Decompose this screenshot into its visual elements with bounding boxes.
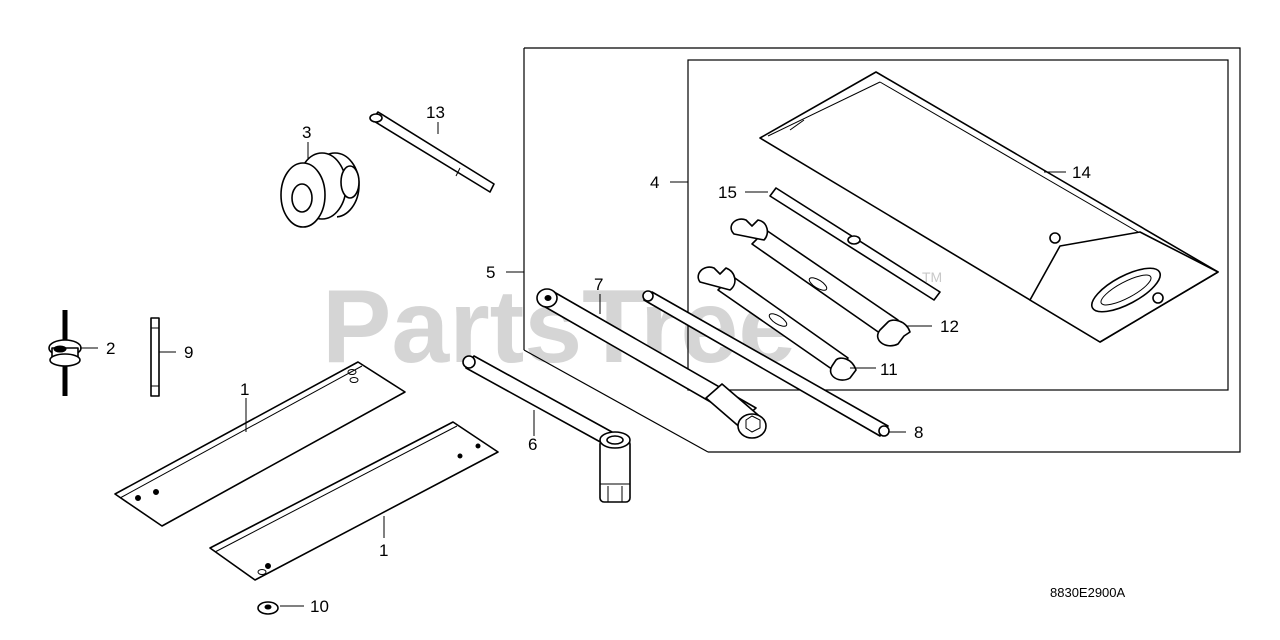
callout-12: 12 — [940, 317, 959, 336]
leader-lines — [80, 122, 1066, 607]
diagram-code: 8830E2900A — [1050, 585, 1126, 600]
mount-stud-part-2 — [48, 310, 82, 396]
callout-labels: 1 1 2 3 4 5 6 7 8 9 10 11 12 13 14 15 — [106, 103, 1091, 616]
callout-7: 7 — [594, 275, 603, 294]
grommet-part-3 — [280, 152, 360, 228]
screwdriver-part-15 — [769, 187, 941, 301]
callout-8: 8 — [914, 423, 923, 442]
callout-9: 9 — [184, 343, 193, 362]
group-box-inner — [687, 59, 1229, 391]
plate-part-1a — [114, 361, 406, 527]
callout-15: 15 — [718, 183, 737, 202]
plate-part-1b — [209, 421, 499, 581]
box-spanner-part-7 — [536, 288, 767, 439]
group-box-outer-diagonal — [523, 349, 709, 453]
callout-13: 13 — [426, 103, 445, 122]
callout-11: 11 — [880, 360, 898, 379]
washer-part-10 — [257, 601, 279, 615]
watermark: PartsTree TM — [322, 269, 942, 385]
tool-bag-part-14 — [759, 71, 1219, 343]
callout-1a: 1 — [240, 380, 249, 399]
callout-1b: 1 — [379, 541, 388, 560]
stud-part-9 — [150, 317, 160, 397]
group-box-outer — [524, 47, 1241, 453]
tommy-bar-part-8 — [642, 290, 890, 437]
wrench-part-11 — [697, 266, 857, 381]
watermark-trademark: TM — [922, 269, 942, 285]
callout-3: 3 — [302, 123, 311, 142]
plug-wrench-part-6 — [462, 355, 631, 503]
watermark-text: PartsTree — [322, 269, 796, 385]
callout-4: 4 — [650, 173, 659, 192]
screwdriver-part-13 — [369, 111, 495, 193]
callout-10: 10 — [310, 597, 329, 616]
callout-2: 2 — [106, 339, 115, 358]
callout-6: 6 — [528, 435, 537, 454]
wrench-part-12 — [730, 218, 911, 347]
callout-14: 14 — [1072, 163, 1091, 182]
callout-5: 5 — [486, 263, 495, 282]
